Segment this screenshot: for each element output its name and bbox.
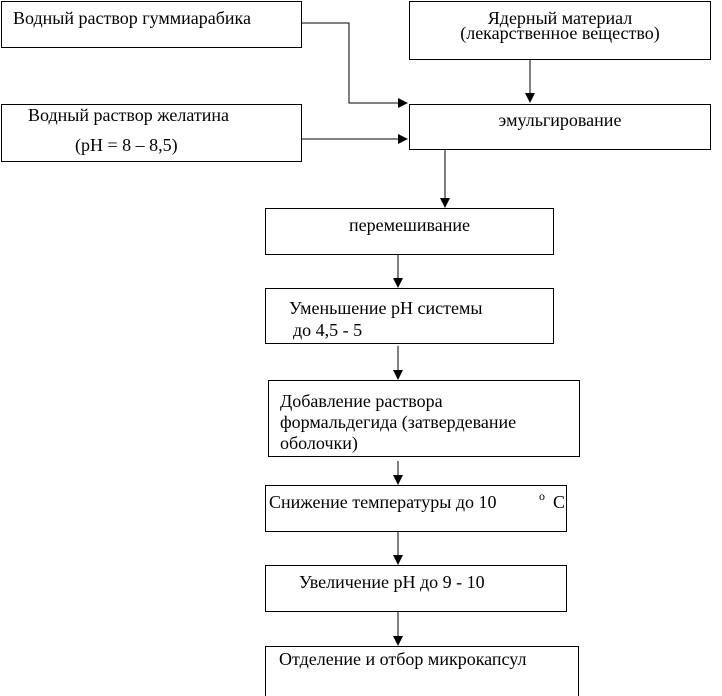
emulsification-box: эмульгирование (409, 104, 711, 150)
separation-label: Отделение и отбор микрокапсул (279, 649, 527, 669)
formaldehyde-box: Добавление раствора формальдегида (затве… (268, 380, 580, 457)
ph-increase-label: Увеличение pH до 9 - 10 (299, 572, 485, 592)
cooling-degree-mark: о (539, 489, 545, 503)
arrow-gum-arabic-to-emulsification (302, 22, 408, 108)
ph-decrease-line1: Уменьшение pH системы (289, 298, 483, 318)
core-material-box: Ядерный материал (лекарственное вещество… (409, 1, 711, 60)
formaldehyde-line2: формальдегида (затвердевание (280, 412, 517, 432)
ph-decrease-box: Уменьшение pH системы до 4,5 - 5 (265, 288, 554, 344)
gelatin-line2: (pH = 8 – 8,5) (75, 135, 178, 155)
separation-box: Отделение и отбор микрокапсул (265, 646, 579, 696)
ph-increase-box: Увеличение pH до 9 - 10 (265, 565, 567, 612)
cooling-unit: С (553, 492, 566, 512)
core-material-line1: Ядерный материал (487, 8, 633, 28)
gelatin-line1: Водный раствор желатина (28, 105, 230, 125)
formaldehyde-line3: оболочки) (280, 433, 358, 453)
mixing-label: перемешивание (349, 215, 470, 235)
gum-arabic-box: Водный раствор гуммиарабика (1, 1, 302, 48)
cooling-text: Снижение температуры до 10 (269, 492, 497, 512)
gum-arabic-label: Водный раствор гуммиарабика (13, 8, 252, 28)
gelatin-box: Водный раствор желатина (pH = 8 – 8,5) (1, 104, 302, 162)
cooling-box: Снижение температуры до 10 о С (265, 485, 567, 532)
core-material-line2: (лекарственное вещество) (460, 23, 660, 43)
emulsification-label: эмульгирование (498, 110, 622, 130)
ph-decrease-line2: до 4,5 - 5 (293, 320, 363, 340)
mixing-box: перемешивание (265, 208, 554, 255)
formaldehyde-line1: Добавление раствора (280, 391, 443, 411)
